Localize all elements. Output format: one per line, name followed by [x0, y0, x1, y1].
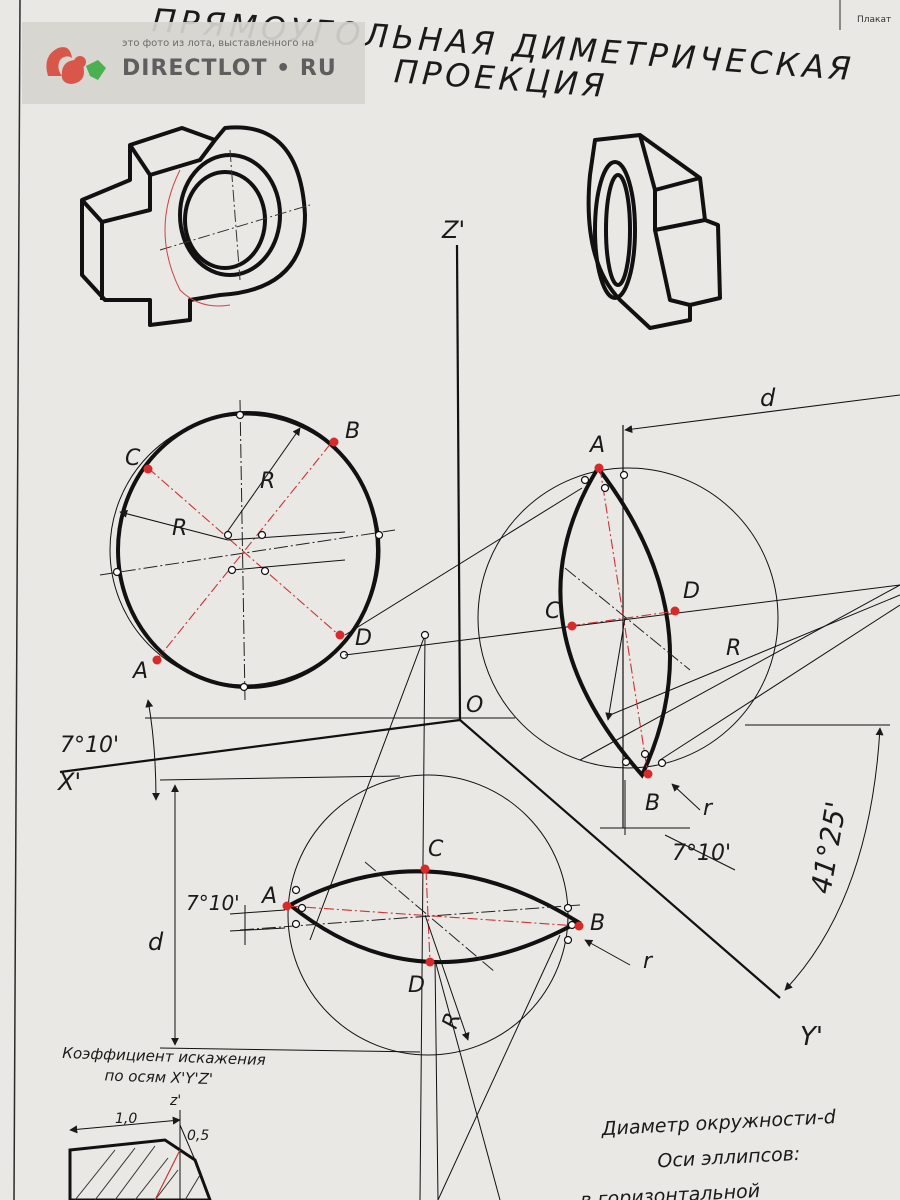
- circle-left: B C A D R R: [99, 399, 396, 701]
- circle-left-label-c: C: [125, 446, 141, 471]
- sheet-label: Плакат: [857, 15, 891, 25]
- x-angle-label: 7°10': [60, 733, 119, 758]
- ellipse-bottom-label-b: B: [590, 911, 605, 936]
- ellipse-bottom-label-c: C: [428, 837, 444, 862]
- ellipse-bottom-label-d: D: [408, 973, 425, 998]
- circle-left-label-r2: R: [172, 516, 187, 541]
- origin-label: O: [466, 693, 483, 718]
- d-dimension-label: d: [148, 928, 164, 956]
- x-angle-arc: [145, 699, 160, 801]
- squirrel-logo-icon: [46, 47, 106, 84]
- construction-point: [420, 630, 430, 640]
- ellipse-bottom-label-small-r: r: [643, 949, 654, 974]
- ellipse-bottom-label-a: A: [260, 884, 277, 909]
- axis-z-label: Z': [441, 216, 465, 244]
- circle-left-label-d: D: [355, 626, 372, 651]
- d-dim-ext-top: [159, 775, 401, 781]
- ellipse-right-label-b: B: [645, 791, 660, 816]
- ellipse-right-label-r: R: [726, 636, 741, 661]
- coefficient-subtitle: по осям X'Y'Z': [104, 1066, 213, 1088]
- coefficient-axis-z: z': [169, 1093, 181, 1109]
- part-left-red-arc: [164, 169, 231, 307]
- ellipse-right-label-d: D: [683, 579, 700, 604]
- ellipse-right-thick: [558, 464, 672, 779]
- ellipse-bottom-label-r: R: [438, 1010, 467, 1032]
- left-border-line: [13, 0, 21, 1200]
- axis-x-label: X': [56, 768, 81, 796]
- circle-left-label-r1: R: [260, 469, 275, 494]
- ellipse-bottom-angle-label: 7°10': [186, 891, 240, 915]
- ellipse-right-circle: [477, 467, 779, 769]
- part-left-3d: [80, 125, 307, 327]
- ellipse-right-angle-label: 7°10': [672, 841, 731, 866]
- ellipse-right: A B C D R r d 7°10': [477, 384, 900, 871]
- coefficient-drawing: 1,0 0,5 z': [68, 1093, 212, 1200]
- part-left-axes: [159, 149, 311, 281]
- coefficient-value-x: 1,0: [115, 1111, 137, 1127]
- ellipse-bottom: R A B C D r 7°10': [186, 774, 654, 1200]
- ellipse-right-label-small-r: r: [703, 796, 714, 821]
- axis-y-line: [459, 719, 781, 999]
- axis-y-label: Y': [800, 1022, 823, 1052]
- watermark-banner: это фото из лота, выставленного на DIREC…: [22, 22, 365, 104]
- d-dim-ext-bottom: [159, 1047, 421, 1053]
- circle-left-label-a: A: [131, 659, 148, 684]
- circle-left-label-b: B: [345, 419, 360, 444]
- ellipse-right-label-d-dim: d: [760, 384, 776, 412]
- axis-x-line: [59, 718, 461, 774]
- y-angle-arc: [784, 727, 884, 991]
- part-right-3d: [586, 133, 722, 330]
- coefficient-value-y: 0,5: [187, 1128, 209, 1144]
- ellipse-right-label-c: C: [545, 599, 561, 624]
- watermark-caption: это фото из лота, выставленного на: [122, 38, 315, 49]
- watermark-brand: DIRECTLOT • RU: [122, 56, 337, 81]
- ellipse-right-label-a: A: [588, 433, 605, 458]
